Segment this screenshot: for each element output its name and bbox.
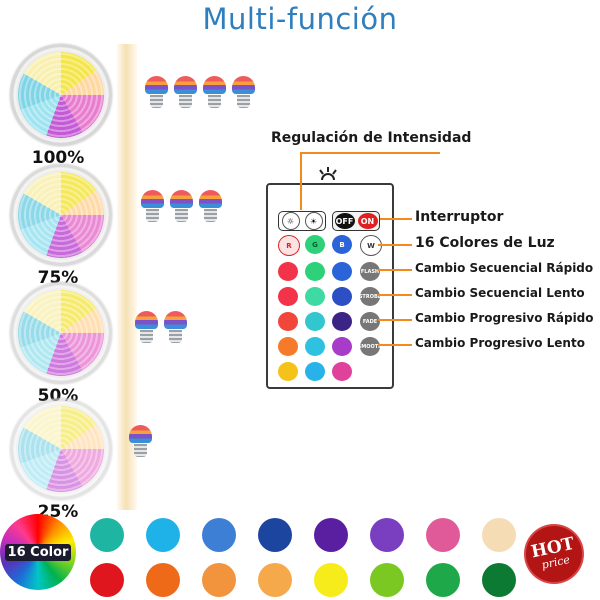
bulb-icon bbox=[145, 76, 168, 110]
color-button[interactable] bbox=[305, 287, 325, 306]
colors-label: 16 Colores de Luz bbox=[415, 235, 555, 251]
red-button[interactable]: R bbox=[278, 235, 300, 256]
light-disc bbox=[10, 164, 112, 266]
color-button[interactable] bbox=[278, 312, 298, 331]
dim-up-button[interactable]: ☀ bbox=[304, 212, 323, 230]
color-swatch bbox=[426, 563, 460, 597]
slow-seq-leader bbox=[378, 294, 412, 296]
dim-down-button[interactable]: ☼ bbox=[281, 212, 300, 230]
fast-prog-label: Cambio Progresivo Rápido bbox=[415, 311, 594, 325]
bulb-icon bbox=[141, 190, 164, 224]
color-swatch bbox=[146, 518, 180, 552]
off-button[interactable]: OFF bbox=[334, 213, 355, 229]
level-25: 25% bbox=[6, 398, 114, 522]
dimmer-buttons: ☼ ☀ bbox=[278, 211, 326, 231]
intensity-leader bbox=[300, 152, 302, 210]
light-disc bbox=[10, 282, 112, 384]
color-button[interactable] bbox=[332, 362, 352, 381]
level-75: 75% bbox=[6, 164, 114, 288]
fast-seq-label: Cambio Secuencial Rápido bbox=[415, 261, 594, 275]
on-button[interactable]: ON bbox=[357, 213, 378, 229]
bulb-row-50 bbox=[135, 311, 187, 345]
color-swatch bbox=[426, 518, 460, 552]
intensity-leader-horizontal bbox=[300, 152, 440, 154]
color-swatch bbox=[482, 518, 516, 552]
bulb-icon bbox=[203, 76, 226, 110]
bulb-icon bbox=[199, 190, 222, 224]
color-swatch bbox=[482, 563, 516, 597]
hot-price-badge: HOT price bbox=[520, 520, 588, 588]
color-button[interactable] bbox=[332, 312, 352, 331]
color-swatch bbox=[314, 518, 348, 552]
color-swatch bbox=[370, 563, 404, 597]
color-button[interactable] bbox=[305, 337, 325, 356]
color-swatch bbox=[202, 518, 236, 552]
color-button[interactable] bbox=[332, 262, 352, 281]
page-title: Multi-función bbox=[202, 2, 398, 36]
bulb-icon bbox=[170, 190, 193, 224]
intensity-beam bbox=[117, 44, 137, 510]
color-button[interactable] bbox=[332, 287, 352, 306]
color-button[interactable] bbox=[305, 262, 325, 281]
bulb-icon bbox=[164, 311, 187, 345]
switch-label: Interruptor bbox=[415, 209, 504, 225]
color-button[interactable] bbox=[278, 287, 298, 306]
bulb-row-75 bbox=[141, 190, 222, 224]
fade-button[interactable]: FADE bbox=[360, 312, 380, 331]
slow-prog-leader bbox=[378, 344, 412, 346]
colors-leader bbox=[378, 244, 412, 246]
power-buttons: OFF ON bbox=[332, 211, 380, 231]
blue-button[interactable]: B bbox=[332, 235, 352, 254]
ir-signal-icon bbox=[319, 167, 337, 181]
fast-seq-leader bbox=[378, 269, 412, 271]
color-button[interactable] bbox=[278, 262, 298, 281]
light-disc bbox=[10, 44, 112, 146]
green-button[interactable]: G bbox=[305, 235, 325, 254]
intensity-label: Regulación de Intensidad bbox=[271, 130, 472, 146]
bulb-icon bbox=[135, 311, 158, 345]
color-wheel-icon: 16 Color bbox=[0, 514, 76, 590]
white-button[interactable]: W bbox=[360, 235, 382, 256]
color-button[interactable] bbox=[278, 337, 298, 356]
color-swatch bbox=[370, 518, 404, 552]
color-button[interactable] bbox=[305, 312, 325, 331]
light-disc bbox=[10, 398, 112, 500]
color-button[interactable] bbox=[332, 337, 352, 356]
color-swatch bbox=[90, 518, 124, 552]
bulb-icon bbox=[129, 425, 152, 459]
bulb-row-25 bbox=[129, 425, 152, 459]
remote-control: ☼ ☀ OFF ON R G B W FLASH STROBE FADE SMO… bbox=[266, 183, 394, 389]
strobe-button[interactable]: STROBE bbox=[359, 287, 381, 306]
color-swatch bbox=[202, 563, 236, 597]
bulb-icon bbox=[232, 76, 255, 110]
bulb-row-100 bbox=[145, 76, 255, 110]
color-swatch bbox=[90, 563, 124, 597]
color-swatch bbox=[146, 563, 180, 597]
level-label: 100% bbox=[31, 148, 85, 168]
fast-prog-leader bbox=[378, 319, 412, 321]
color-swatch bbox=[314, 563, 348, 597]
color-button[interactable] bbox=[305, 362, 325, 381]
level-50: 50% bbox=[6, 282, 114, 406]
slow-seq-label: Cambio Secuencial Lento bbox=[415, 286, 585, 300]
level-100: 100% bbox=[6, 44, 114, 168]
bulb-icon bbox=[174, 76, 197, 110]
slow-prog-label: Cambio Progresivo Lento bbox=[415, 336, 585, 350]
color-button[interactable] bbox=[278, 362, 298, 381]
color-swatch bbox=[258, 563, 292, 597]
color-swatch bbox=[258, 518, 292, 552]
smooth-button[interactable]: SMOOTH bbox=[358, 337, 382, 356]
flash-button[interactable]: FLASH bbox=[360, 262, 380, 281]
palette-label: 16 Color bbox=[4, 543, 72, 561]
switch-leader bbox=[380, 218, 412, 220]
